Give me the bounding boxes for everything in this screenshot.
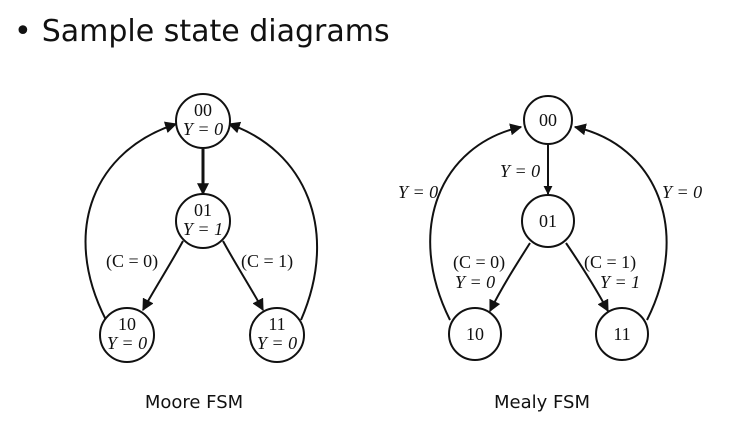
mealy-edge-01-to-10 (489, 242, 531, 313)
moore-state-01: 01 Y = 1 (175, 193, 231, 249)
moore-label-c0: (C = 0) (106, 251, 158, 272)
mealy-label-10-00: Y = 0 (398, 182, 438, 202)
mealy-label-11-00: Y = 0 (662, 182, 702, 202)
bullet-icon: • (14, 14, 32, 49)
moore-caption: Moore FSM (145, 392, 243, 413)
moore-state-01-name: 01 (194, 200, 212, 220)
mealy-state-01: 01 (521, 194, 575, 248)
moore-edge-01-to-11 (222, 240, 264, 312)
slide-title-text: Sample state diagrams (41, 14, 390, 49)
moore-state-01-output: Y = 1 (183, 219, 223, 239)
mealy-state-11: 11 (595, 307, 649, 361)
mealy-state-00: 00 (523, 95, 573, 145)
mealy-label-c0-out: Y = 0 (455, 272, 495, 292)
mealy-state-00-name: 00 (539, 110, 557, 130)
mealy-state-11-name: 11 (613, 324, 630, 344)
moore-state-00-name: 00 (194, 100, 212, 120)
mealy-label-c1: (C = 1) (584, 252, 636, 273)
mealy-state-10-name: 10 (466, 324, 484, 344)
moore-state-00: 00 Y = 0 (175, 93, 231, 149)
mealy-edge-10-to-00 (429, 123, 523, 321)
moore-label-c1: (C = 1) (241, 251, 293, 272)
mealy-state-10: 10 (448, 307, 502, 361)
moore-state-11-name: 11 (268, 314, 285, 334)
moore-state-10: 10 Y = 0 (99, 307, 155, 363)
mealy-edge-01-to-11 (565, 242, 609, 313)
moore-state-10-name: 10 (118, 314, 136, 334)
mealy-edge-11-to-00 (573, 123, 668, 321)
moore-edge-11-to-00 (227, 121, 319, 321)
moore-state-00-output: Y = 0 (183, 119, 223, 139)
mealy-diagram: 00 01 10 11 Y = 0 Y = 0 Y = 0 (C = 0) Y … (398, 95, 702, 413)
moore-state-11-output: Y = 0 (257, 333, 297, 353)
mealy-state-01-name: 01 (539, 211, 557, 231)
mealy-caption: Mealy FSM (494, 392, 590, 413)
moore-edge-10-to-00 (84, 121, 178, 321)
moore-diagram: 00 Y = 0 01 Y = 1 10 Y = 0 11 Y = 0 (C =… (84, 93, 319, 413)
mealy-label-c0: (C = 0) (453, 252, 505, 273)
moore-state-10-output: Y = 0 (107, 333, 147, 353)
slide-title: • Sample state diagrams (14, 14, 390, 49)
mealy-label-c1-out: Y = 1 (600, 272, 640, 292)
moore-state-11: 11 Y = 0 (249, 307, 305, 363)
mealy-label-00-01: Y = 0 (500, 161, 540, 181)
moore-edge-01-to-10 (142, 240, 184, 312)
